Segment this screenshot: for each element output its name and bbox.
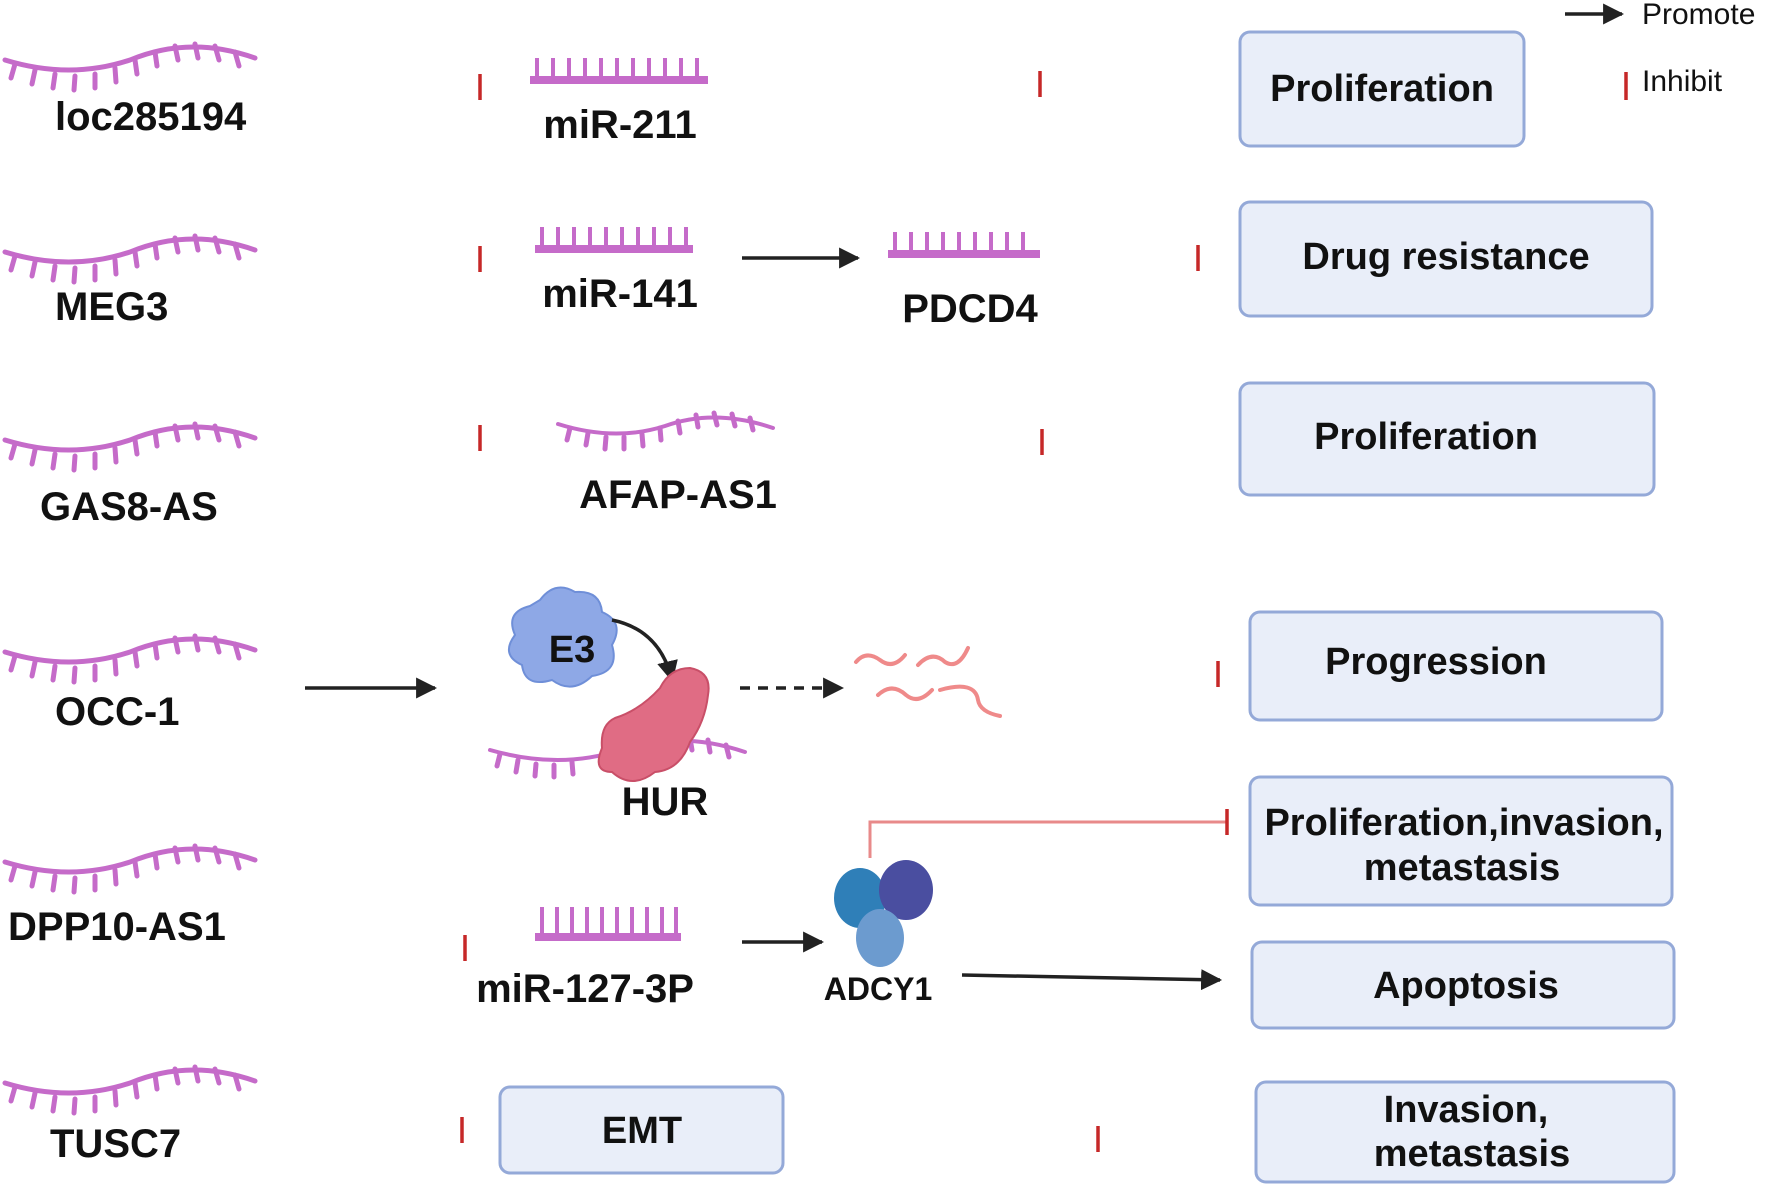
- outcome-label-line2: metastasis: [1364, 847, 1560, 889]
- outcome-label: Proliferation: [1314, 416, 1538, 458]
- outcome-label-line2: metastasis: [1374, 1133, 1570, 1175]
- outcome-label: Progression: [1325, 641, 1547, 683]
- mirna-icon: [535, 907, 681, 941]
- row-dpp10-as1: DPP10-AS1 miR-127-3P ADCY1 Proliferation…: [2, 775, 1676, 1030]
- process-box: EMT: [498, 1085, 785, 1175]
- outcome-box-apoptosis: Apoptosis: [1250, 940, 1676, 1030]
- row-occ-1: OCC-1 E3 HUR Progression: [2, 586, 1664, 824]
- lncrna-icon: [2, 233, 258, 285]
- outcome-label: Proliferation: [1270, 68, 1494, 110]
- hur-protein-icon: [597, 666, 710, 782]
- lncrna-label: MEG3: [55, 285, 168, 329]
- legend: Promote Inhibit: [1565, 0, 1755, 100]
- outcome-label-line1: Invasion,: [1384, 1089, 1549, 1131]
- ubiquitination-arrow: [611, 618, 678, 683]
- outcome-box: Drug resistance: [1238, 200, 1654, 318]
- protein-label: ADCY1: [824, 971, 932, 1007]
- lncrna-icon: [2, 843, 258, 895]
- outcome-box: Proliferation: [1238, 30, 1526, 148]
- lncrna-icon: [2, 1064, 258, 1116]
- lncrna-label: DPP10-AS1: [8, 905, 226, 949]
- row-tusc7: TUSC7 EMT Invasion, metastasis: [2, 1064, 1676, 1184]
- degraded-rna-icon: [854, 646, 1002, 718]
- outcome-box-proliferation: Proliferation,invasion, metastasis: [1248, 775, 1674, 907]
- protein-label: HUR: [622, 780, 709, 824]
- lncrna-icon: [2, 41, 258, 93]
- legend-inhibit-label: Inhibit: [1642, 65, 1723, 98]
- outcome-label: Drug resistance: [1302, 236, 1589, 278]
- mirna-label: miR-211: [543, 103, 696, 147]
- adcy1-protein-icon: [834, 860, 933, 967]
- mirna-label: miR-141: [542, 272, 698, 316]
- outcome-box: Invasion, metastasis: [1254, 1080, 1676, 1184]
- lncrna-icon: [2, 633, 258, 685]
- lncrna-label: GAS8-AS: [40, 485, 218, 529]
- row-loc285194: loc285194 miR-211 Proliferation: [2, 30, 1526, 148]
- outcome-box: Proliferation: [1238, 381, 1656, 497]
- mirna-label: miR-127-3P: [476, 967, 694, 1011]
- e3-label: E3: [549, 629, 595, 671]
- target-label: AFAP-AS1: [579, 473, 777, 517]
- lncrna-icon: [2, 421, 258, 473]
- lncrna-label: loc285194: [55, 95, 247, 139]
- target-lncrna-icon: [556, 410, 775, 452]
- lncrna-label: OCC-1: [55, 690, 179, 734]
- outcome-label-line1: Proliferation,invasion,: [1264, 802, 1663, 844]
- e3-ligase-icon: E3: [507, 586, 618, 688]
- mirna-icon: [530, 58, 708, 84]
- outcome-label: Apoptosis: [1373, 965, 1559, 1007]
- target-mirna-icon: [888, 232, 1040, 258]
- process-label: EMT: [602, 1110, 682, 1152]
- row-meg3: MEG3 miR-141 PDCD4 Drug resistance: [2, 200, 1654, 331]
- promote-arrow: [961, 969, 1223, 991]
- target-label: PDCD4: [902, 287, 1038, 331]
- mirna-icon: [535, 227, 693, 253]
- legend-promote-label: Promote: [1642, 0, 1755, 31]
- inhibit-arrow: [868, 820, 1227, 858]
- outcome-box: Progression: [1248, 610, 1664, 722]
- row-gas8-as: GAS8-AS AFAP-AS1 Proliferation: [2, 381, 1656, 529]
- lncrna-label: TUSC7: [50, 1122, 181, 1166]
